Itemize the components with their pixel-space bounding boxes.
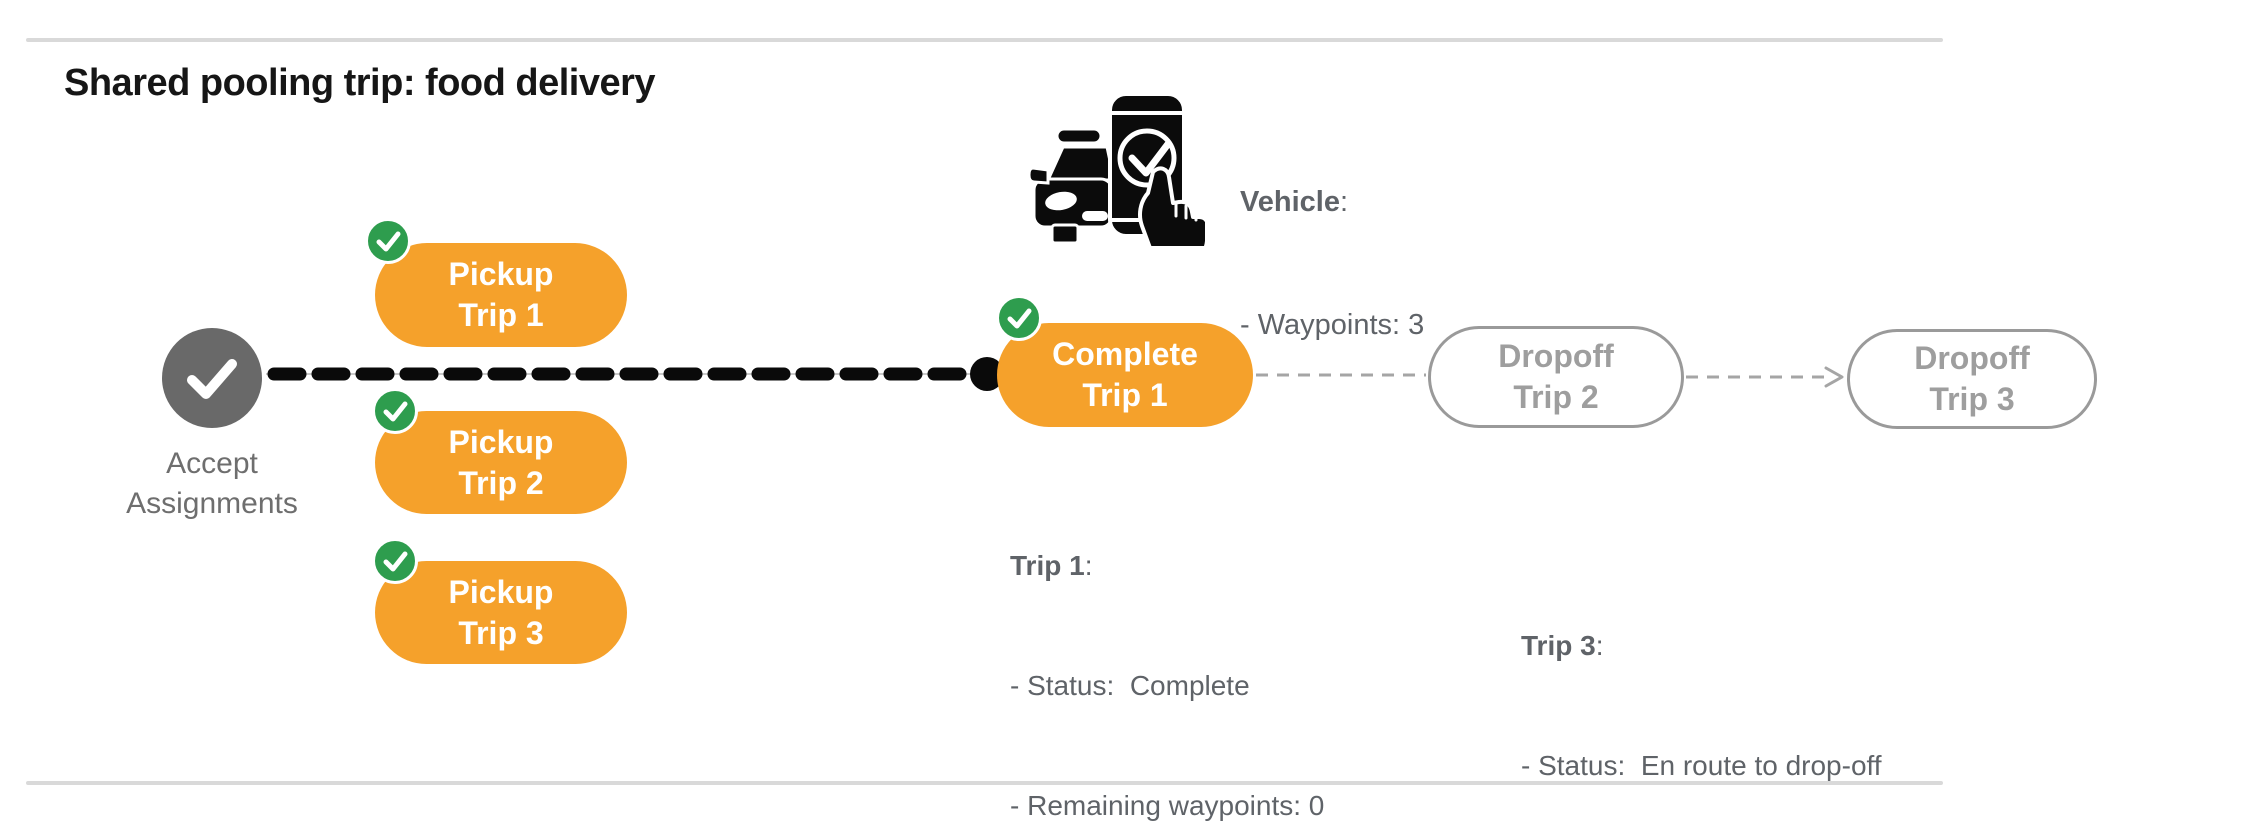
trip1-status-line: - Status: Complete bbox=[1010, 670, 1250, 701]
top-divider bbox=[26, 38, 1943, 42]
page-title: Shared pooling trip: food delivery bbox=[64, 62, 656, 104]
check-badge-icon bbox=[372, 538, 418, 584]
vehicle-info: Vehicle: - Waypoints: 3 bbox=[1240, 100, 1424, 428]
node-dropoff-trip-2: Dropoff Trip 2 bbox=[1428, 326, 1684, 428]
dashed-arrow-connector bbox=[1686, 366, 1844, 388]
accept-assignments-label: Accept Assignments bbox=[126, 447, 298, 520]
arrowhead-icon bbox=[1824, 366, 1844, 388]
trip3-status-line: - Status: En route to drop-off bbox=[1521, 750, 1882, 781]
trip1-header: Trip 1: bbox=[1010, 550, 1093, 581]
waypoint-dot bbox=[970, 357, 1004, 391]
bottom-divider bbox=[26, 781, 1943, 785]
trip-status-block-right: Trip 3: - Status: En route to drop-off -… bbox=[1521, 546, 1882, 825]
node-pickup-trip-2: Pickup Trip 2 bbox=[375, 411, 627, 514]
node-pickup-trip-3: Pickup Trip 3 bbox=[375, 561, 627, 664]
node-complete-trip-1: Complete Trip 1 bbox=[997, 323, 1253, 427]
vehicle-waypoints: - Waypoints: 3 bbox=[1240, 309, 1425, 341]
check-badge-icon bbox=[996, 295, 1042, 341]
checkmark-icon bbox=[187, 359, 237, 399]
trip-status-block-left: Trip 1: - Status: Complete - Remaining w… bbox=[1010, 466, 1371, 825]
node-pickup-trip-1: Pickup Trip 1 bbox=[375, 243, 627, 347]
route-dashed-connector bbox=[266, 357, 1004, 391]
car-phone-check-icon bbox=[1030, 92, 1205, 246]
check-badge-icon bbox=[372, 388, 418, 434]
dashed-connector bbox=[1256, 373, 1426, 377]
vehicle-label: Vehicle: bbox=[1240, 186, 1349, 218]
node-dropoff-trip-3: Dropoff Trip 3 bbox=[1847, 329, 2097, 429]
check-badge-icon bbox=[365, 218, 411, 264]
trip3-header: Trip 3: bbox=[1521, 630, 1604, 661]
accept-assignments-node bbox=[162, 328, 262, 428]
trip1-waypoints-line: - Remaining waypoints: 0 bbox=[1010, 790, 1325, 821]
